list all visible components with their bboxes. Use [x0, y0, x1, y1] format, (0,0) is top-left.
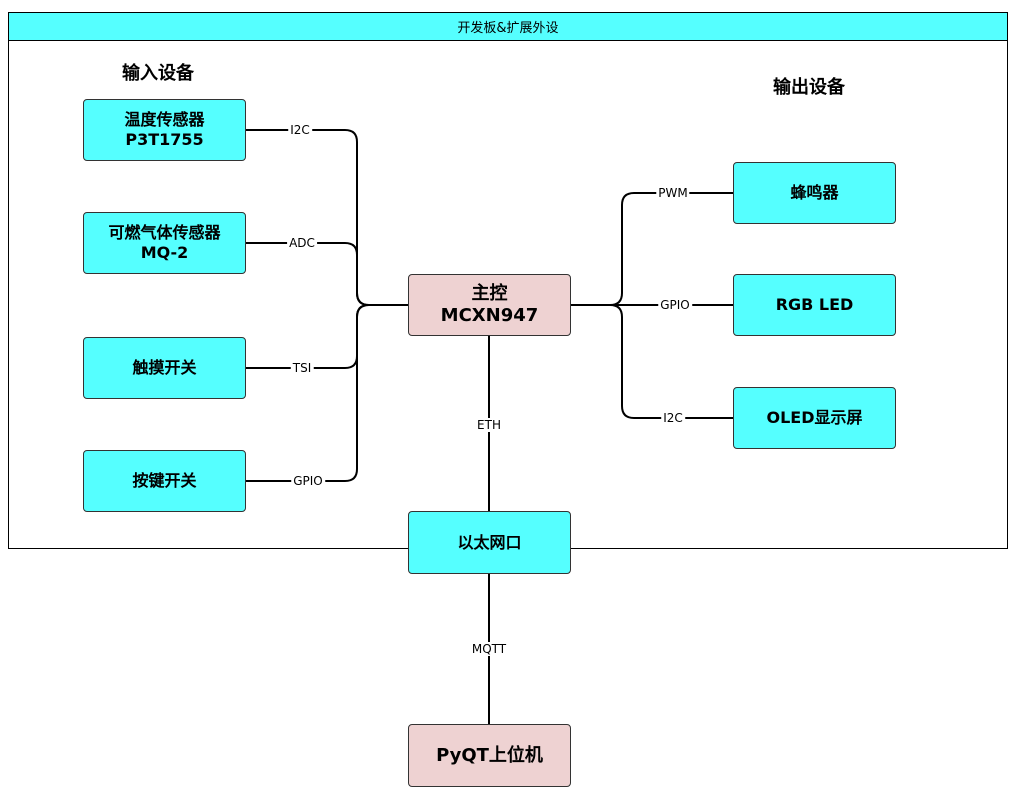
ethernet-port-name: 以太网口 [457, 532, 522, 552]
pyqt-host-node: PyQT上位机 [408, 724, 571, 787]
wire-temp-main [246, 129, 408, 306]
temp-sensor-name: 温度传感器 [124, 110, 205, 129]
label-i2c-oled: I2C [661, 411, 685, 425]
button-switch-name: 按键开关 [132, 471, 197, 490]
output-devices-title: 输出设备 [773, 77, 845, 98]
wire-button-main [246, 304, 370, 482]
temp-sensor-node: 温度传感器 P3T1755 [83, 99, 246, 161]
gas-sensor-node: 可燃气体传感器 MQ-2 [83, 212, 246, 274]
label-gpio-button: GPIO [291, 474, 325, 488]
ethernet-port-node: 以太网口 [408, 511, 571, 574]
wire-gas-main [246, 242, 370, 306]
oled-display-node: OLED显示屏 [733, 387, 896, 449]
temp-sensor-model: P3T1755 [125, 130, 204, 149]
wire-main-buzzer [571, 192, 733, 306]
pyqt-host-name: PyQT上位机 [436, 744, 543, 766]
gas-sensor-model: MQ-2 [140, 243, 189, 262]
rgb-led-node: RGB LED [733, 274, 896, 336]
main-controller-model: MCXN947 [440, 305, 539, 326]
input-devices-title: 输入设备 [122, 63, 194, 84]
label-adc: ADC [287, 236, 317, 250]
label-eth: ETH [475, 418, 503, 432]
wire-touch-main [246, 304, 370, 369]
oled-display-name: OLED显示屏 [766, 408, 863, 427]
main-controller-name: 主控 [471, 283, 508, 304]
label-gpio-rgb: GPIO [658, 298, 692, 312]
rgb-led-name: RGB LED [775, 295, 854, 314]
label-i2c-temp: I2C [288, 123, 312, 137]
frame-title: 开发板&扩展外设 [9, 13, 1007, 41]
label-mqtt: MQTT [469, 642, 509, 656]
button-switch-node: 按键开关 [83, 450, 246, 512]
label-pwm: PWM [656, 186, 690, 200]
touch-switch-node: 触摸开关 [83, 337, 246, 399]
label-tsi: TSI [290, 361, 314, 375]
main-controller-node: 主控 MCXN947 [408, 274, 571, 336]
gas-sensor-name: 可燃气体传感器 [108, 223, 221, 242]
buzzer-node: 蜂鸣器 [733, 162, 896, 224]
touch-switch-name: 触摸开关 [132, 358, 197, 377]
buzzer-name: 蜂鸣器 [790, 183, 839, 202]
wire-main-oled [609, 304, 733, 419]
